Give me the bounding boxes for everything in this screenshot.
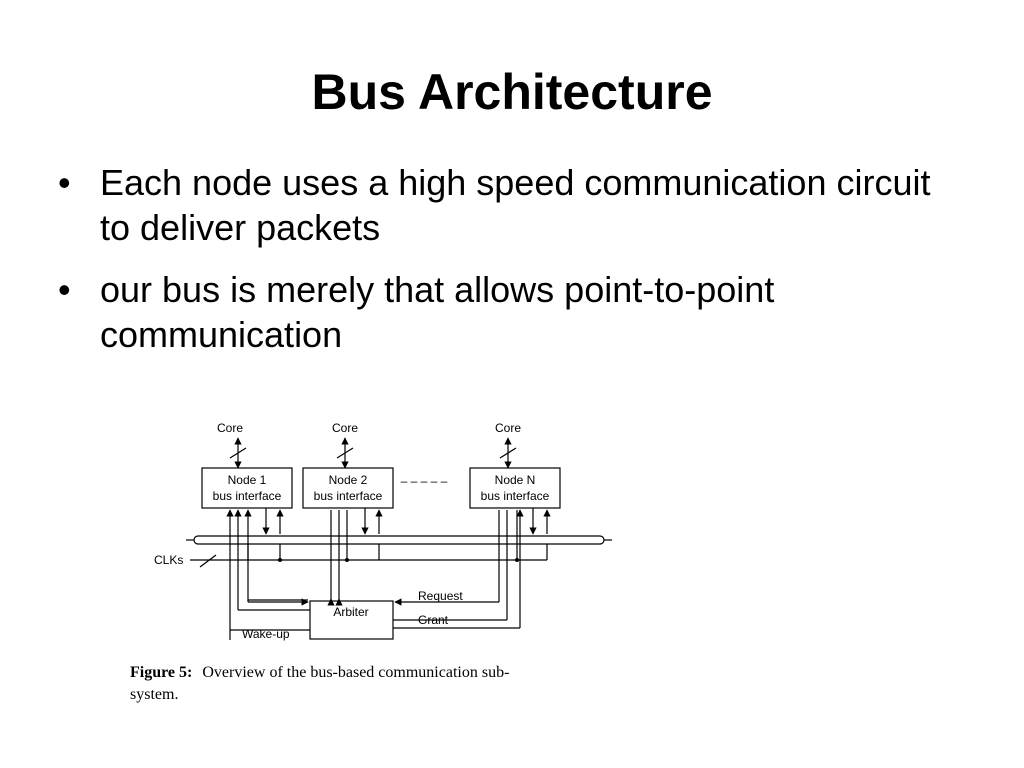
bullet-item: • our bus is merely that allows point-to… (58, 267, 958, 357)
node-label: Node N (495, 473, 536, 487)
ellipsis: – – – – – (401, 474, 448, 488)
node-box (302, 467, 394, 509)
node-box (469, 467, 561, 509)
arbiter-box (309, 600, 394, 640)
caption-prefix: Figure 5: (130, 664, 192, 681)
bus-rail (186, 535, 612, 545)
core-label: Core (495, 421, 521, 435)
figure-caption: Figure 5: Overview of the bus-based comm… (130, 664, 509, 681)
arbiter-label: Arbiter (333, 605, 368, 619)
bullet-marker: • (58, 162, 71, 203)
slide-title: Bus Architecture (311, 64, 713, 120)
node-label: bus interface (213, 489, 282, 503)
clks-label: CLKs (154, 553, 183, 567)
node-label: bus interface (314, 489, 383, 503)
bullet-list: • Each node uses a high speed communicat… (58, 160, 958, 374)
core-link (336, 437, 354, 469)
wakeup-label: Wake-up (242, 627, 290, 641)
core-label: Core (332, 421, 358, 435)
node-box (201, 467, 293, 509)
bullet-item: • Each node uses a high speed communicat… (58, 160, 958, 250)
request-label: Request (418, 589, 463, 603)
bullet-text: Each node uses a high speed communicatio… (100, 162, 931, 248)
bus-architecture-diagram: Core Core Core Node 1 bus interface Node… (130, 421, 612, 703)
core-link (499, 437, 517, 469)
core-label: Core (217, 421, 243, 435)
node-connections (330, 508, 383, 601)
node-label: bus interface (481, 489, 550, 503)
clks-line (190, 544, 548, 568)
node-label: Node 1 (228, 473, 267, 487)
core-link (229, 437, 247, 469)
node-connections (226, 508, 284, 630)
node-label: Node 2 (329, 473, 368, 487)
node-connections (498, 508, 551, 620)
bullet-text: our bus is merely that allows point-to-p… (100, 269, 775, 355)
grant-label: Grant (418, 613, 449, 627)
caption-line1: Overview of the bus-based communication … (202, 664, 509, 681)
caption-line2: system. (130, 686, 178, 703)
bullet-marker: • (58, 269, 71, 310)
arbiter-links (230, 509, 524, 631)
